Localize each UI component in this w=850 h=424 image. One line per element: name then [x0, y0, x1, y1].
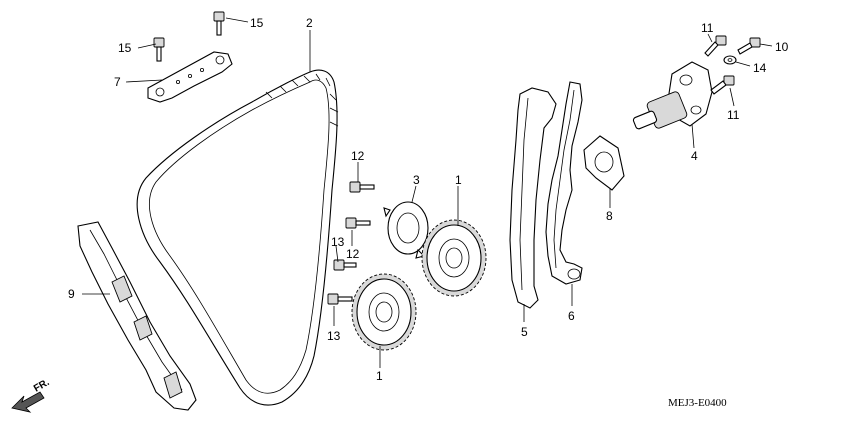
bolt-13-upper: [333, 259, 357, 271]
callout-13-lower: 13: [327, 329, 341, 343]
tensioner-arm: [545, 81, 583, 285]
callout-12-upper: 12: [351, 149, 365, 163]
callout-1-upper: 1: [455, 173, 462, 187]
callout-6: 6: [568, 309, 575, 323]
tensioner-gasket: [583, 135, 625, 191]
callout-10: 10: [775, 40, 789, 54]
callout-11-lower: 11: [727, 108, 740, 122]
callout-1-lower: 1: [376, 369, 383, 383]
callout-15-lower: 15: [118, 41, 132, 55]
front-arrow-icon: [11, 391, 45, 413]
callout-7: 7: [114, 75, 121, 89]
front-direction-marker: FR.: [11, 377, 52, 413]
cam-sprocket-upper: [421, 219, 487, 297]
callout-2: 2: [306, 16, 313, 30]
bolt-11-upper: [704, 35, 727, 57]
callout-13-upper: 13: [331, 235, 345, 249]
leader-lines: [82, 17, 773, 368]
diagram-code: MEJ3-E0400: [668, 397, 727, 409]
cam-sprocket-lower: [351, 273, 417, 351]
front-label: FR.: [32, 377, 52, 395]
callout-12-lower: 12: [346, 247, 360, 261]
cam-chain: [136, 69, 339, 406]
callout-15-upper: 15: [250, 16, 264, 30]
sprocket-plate: [383, 201, 429, 259]
callout-8: 8: [606, 209, 613, 223]
callout-9: 9: [68, 287, 75, 301]
chain-guide: [509, 87, 557, 309]
tensioner-slider: [77, 221, 197, 411]
callout-5: 5: [521, 325, 528, 339]
bolt-11-lower: [710, 75, 735, 95]
callout-labels: 2 15 15 7 9 12 12 13 13 3 1 1 5 6 8 4 11…: [68, 16, 789, 383]
tensioner-lifter: [632, 61, 713, 130]
bolt-12-upper: [349, 181, 375, 193]
bolt-12-lower: [345, 217, 371, 229]
callout-3: 3: [413, 173, 420, 187]
bolt-15-upper: [213, 11, 225, 36]
callout-4: 4: [691, 149, 698, 163]
bolt-15-lower: [153, 37, 165, 62]
washer-14: [723, 55, 737, 65]
callout-14: 14: [753, 61, 767, 75]
chain-guide-bracket: [147, 51, 233, 103]
callout-11-upper: 11: [701, 21, 714, 35]
bolt-13-lower: [327, 293, 353, 305]
bolt-10: [737, 37, 761, 55]
